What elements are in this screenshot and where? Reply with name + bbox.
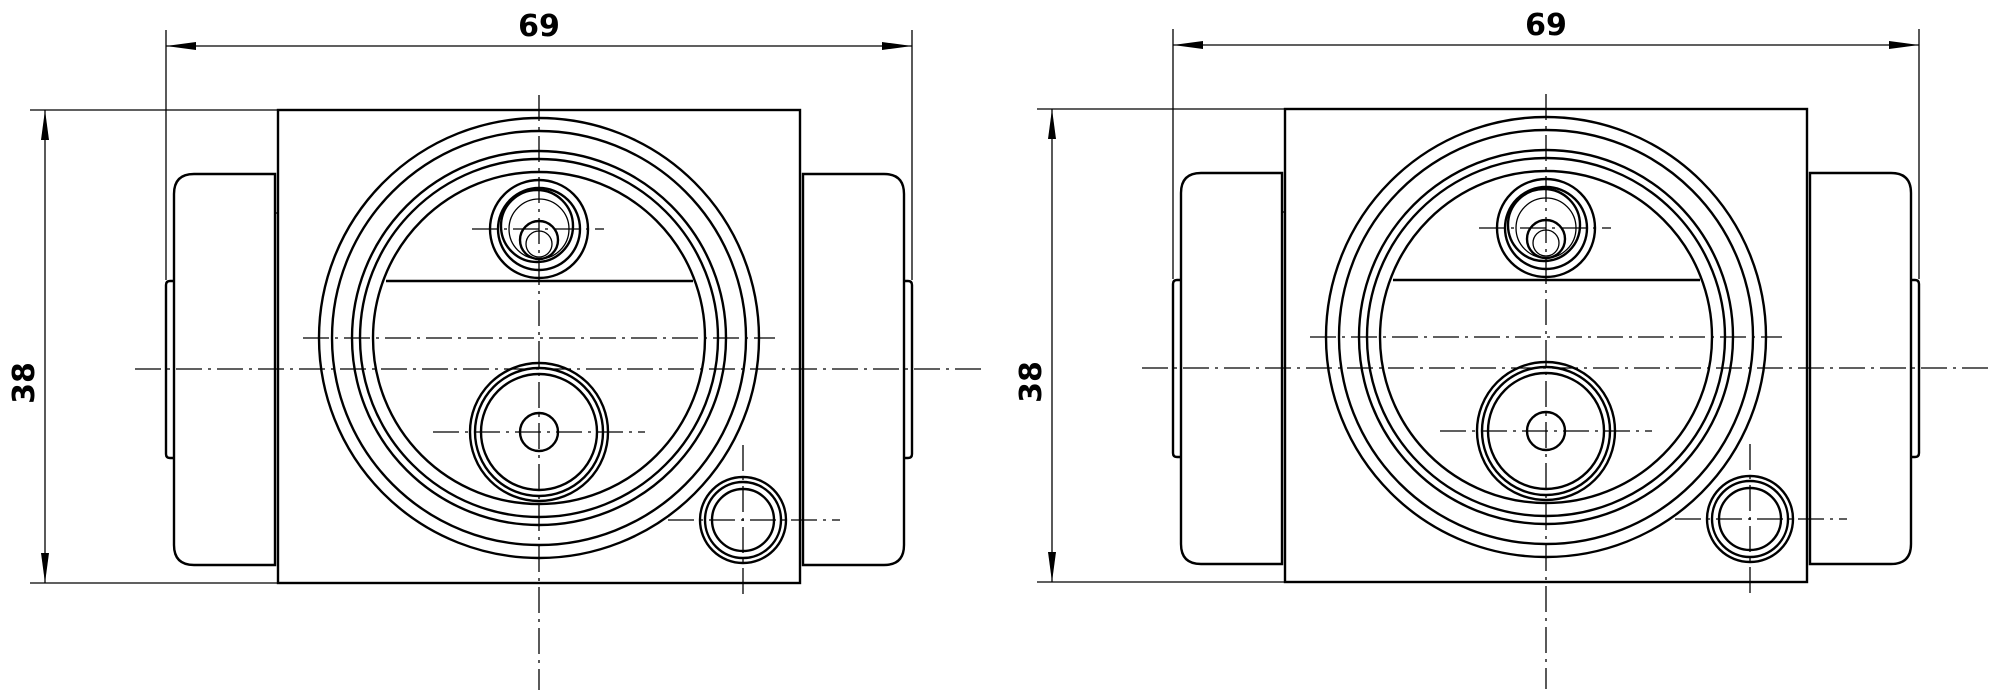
- right-view: 69 38: [1014, 8, 1992, 689]
- height-dimension-label: 38: [1014, 361, 1049, 403]
- width-dimension-label: 69: [1525, 8, 1567, 43]
- left-view: 69 38: [7, 9, 985, 690]
- wheel-cylinder-drawing: [1037, 29, 1992, 689]
- height-dimension-label: 38: [7, 362, 42, 404]
- wheel-cylinder-drawing: [30, 30, 985, 690]
- width-dimension-label: 69: [518, 9, 560, 44]
